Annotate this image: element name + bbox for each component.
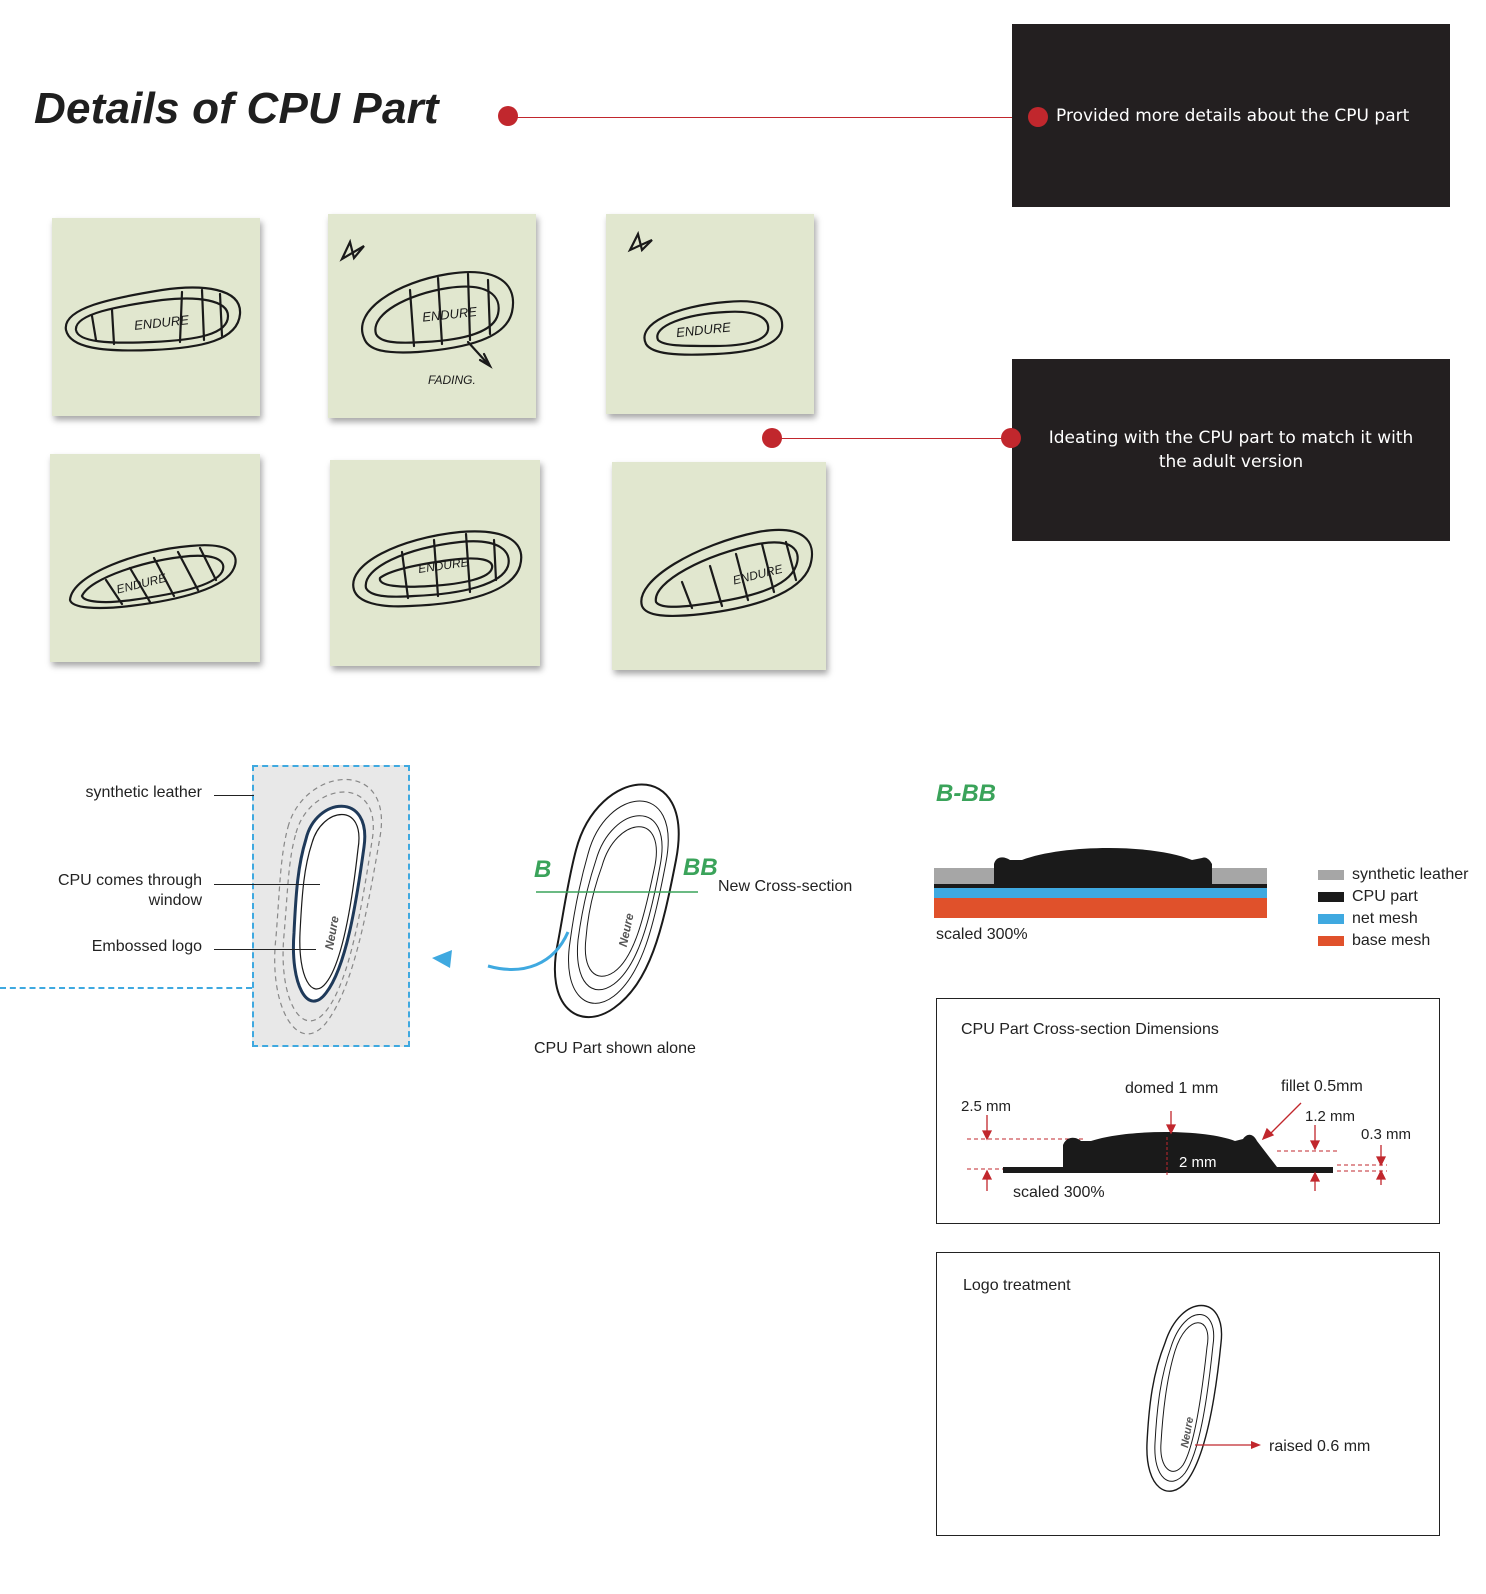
sketch-note-2: ENDURE FADING. bbox=[328, 214, 536, 418]
legend-swatch bbox=[1318, 870, 1344, 880]
dim-domed: domed 1 mm bbox=[1125, 1080, 1218, 1097]
connector-dot-end bbox=[1028, 107, 1048, 127]
callout-line bbox=[214, 795, 254, 796]
dimensions-drawing: domed 1 mm fillet 0.5mm 2.5 mm 1.2 mm 0.… bbox=[961, 1078, 1411, 1201]
logo-treatment-title: Logo treatment bbox=[963, 1277, 1071, 1294]
sketch-note-1: ENDURE bbox=[52, 218, 260, 416]
legend-swatch bbox=[1318, 892, 1344, 902]
new-cross-section-label: New Cross-section bbox=[718, 878, 853, 895]
sketch-note-6: ENDURE bbox=[612, 462, 826, 670]
callout-synthetic-leather: synthetic leather bbox=[85, 784, 202, 801]
section-label-b: B bbox=[534, 856, 552, 883]
extension-line bbox=[0, 987, 252, 989]
legend-item: CPU part bbox=[1318, 886, 1469, 908]
dim-2: 2 mm bbox=[1179, 1154, 1217, 1171]
connector-dot-end bbox=[1001, 428, 1021, 448]
sketch-brand-text: ENDURE bbox=[421, 304, 477, 325]
dim-scale: scaled 300% bbox=[1013, 1184, 1105, 1201]
logo-treatment-drawing: Neure raised 0.6 mm bbox=[1146, 1305, 1370, 1492]
legend-swatch bbox=[1318, 914, 1344, 924]
dim-2-5: 2.5 mm bbox=[961, 1098, 1011, 1115]
sketch-brand-text: ENDURE bbox=[133, 312, 189, 333]
dim-fillet: fillet 0.5mm bbox=[1281, 1078, 1363, 1095]
callout-cpu-window-line2: window bbox=[148, 892, 202, 909]
sketch-drawing: ENDURE bbox=[640, 528, 813, 618]
sketch-brand-text: ENDURE bbox=[675, 319, 731, 340]
dim-0-3: 0.3 mm bbox=[1361, 1126, 1411, 1143]
raised-label: raised 0.6 mm bbox=[1269, 1438, 1370, 1455]
sketch-drawing: ENDURE bbox=[352, 530, 523, 608]
dimensions-panel: CPU Part Cross-section Dimensions domed … bbox=[936, 998, 1440, 1224]
legend-label: net mesh bbox=[1352, 910, 1418, 927]
section-label-bb: BB bbox=[683, 854, 718, 881]
legend-label: base mesh bbox=[1352, 932, 1431, 949]
note-details-text: Provided more details about the CPU part bbox=[1056, 105, 1410, 126]
cpu-alone-caption: CPU Part shown alone bbox=[534, 1040, 696, 1057]
cross-section-scale: scaled 300% bbox=[936, 926, 1028, 943]
window-outline: Neure bbox=[274, 778, 383, 1035]
leather-panel: Neure bbox=[252, 765, 410, 1047]
sketch-drawing: ENDURE bbox=[64, 286, 242, 352]
cross-section-title: B-BB bbox=[936, 780, 996, 807]
sketch-fading-text: FADING. bbox=[428, 373, 476, 387]
note-ideating-text: Ideating with the CPU part to match it w… bbox=[1048, 428, 1414, 472]
sketch-brand-text: ENDURE bbox=[115, 571, 169, 597]
logo-mark: Neure bbox=[616, 912, 637, 949]
legend: synthetic leather CPU part net mesh base… bbox=[1318, 864, 1469, 952]
callout-line bbox=[214, 949, 316, 950]
cross-section-drawing bbox=[934, 848, 1267, 918]
note-ideating: Ideating with the CPU part to match it w… bbox=[1012, 359, 1450, 541]
callout-line bbox=[214, 884, 320, 885]
callout-embossed-logo: Embossed logo bbox=[91, 938, 202, 955]
connector-line bbox=[772, 438, 1012, 439]
cpu-part-alone-drawing: Neure bbox=[432, 783, 698, 1019]
sketch-brand-text: ENDURE bbox=[417, 555, 470, 576]
connector-line bbox=[508, 117, 1028, 118]
legend-label: synthetic leather bbox=[1352, 866, 1469, 883]
page-title: Details of CPU Part bbox=[34, 84, 439, 133]
connector-dot-start bbox=[498, 106, 518, 126]
dim-1-2: 1.2 mm bbox=[1305, 1108, 1355, 1125]
sketch-drawing: ENDURE bbox=[627, 230, 784, 356]
sketch-drawing: ENDURE FADING. bbox=[339, 238, 515, 387]
logo-mark: Neure bbox=[322, 915, 342, 951]
logo-mark: Neure bbox=[1179, 1416, 1196, 1449]
sketch-note-3: ENDURE bbox=[606, 214, 814, 414]
legend-label: CPU part bbox=[1352, 888, 1418, 905]
callout-cpu-window-line1: CPU comes through bbox=[57, 872, 202, 889]
note-details: Provided more details about the CPU part bbox=[1012, 24, 1450, 207]
sketch-note-4: ENDURE bbox=[50, 454, 260, 662]
legend-item: net mesh bbox=[1318, 908, 1469, 930]
legend-item: synthetic leather bbox=[1318, 864, 1469, 886]
legend-swatch bbox=[1318, 936, 1344, 946]
dimensions-title: CPU Part Cross-section Dimensions bbox=[961, 1021, 1219, 1038]
sketch-note-5: ENDURE bbox=[330, 460, 540, 666]
legend-item: base mesh bbox=[1318, 930, 1469, 952]
sketch-drawing: ENDURE bbox=[68, 544, 237, 610]
logo-treatment-panel: Logo treatment Neure raised 0.6 mm bbox=[936, 1252, 1440, 1536]
